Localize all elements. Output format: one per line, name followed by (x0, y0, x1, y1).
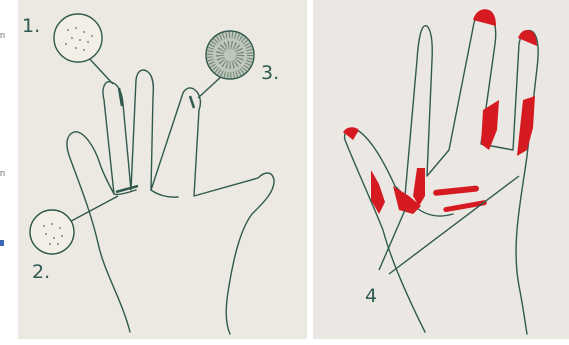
clipped-edge-text: n (0, 168, 5, 178)
finger-highlight (481, 100, 499, 150)
hand-outline (67, 70, 274, 334)
finger-highlight (517, 96, 535, 156)
finger-base-line (151, 190, 178, 197)
crease-highlight (433, 185, 479, 196)
fingertip-highlight (343, 127, 359, 140)
hand-diagram-left-panel: 1. 2. 3. (18, 0, 307, 339)
finger-marking (119, 88, 122, 106)
fingertip-highlight (473, 9, 496, 26)
finger-marking (190, 96, 194, 108)
crease-highlight (443, 200, 487, 213)
hand-outline-drawing: 1. 2. 3. (18, 0, 307, 339)
magnified-view-3 (198, 31, 254, 98)
palm-highlight (413, 168, 425, 206)
clipped-edge-text: n (0, 30, 5, 40)
magnified-view-2 (30, 196, 118, 254)
label-4: 4 (365, 285, 377, 307)
hand-diagram-right-panel: 4 (313, 0, 569, 339)
hand-highlight-drawing: 4 (313, 0, 569, 339)
magnified-view-1 (54, 14, 113, 84)
label-1: 1. (22, 15, 40, 37)
label-3: 3. (261, 62, 279, 84)
label-2: 2. (32, 261, 50, 283)
clipped-edge-mark (0, 240, 4, 246)
highlight-regions (343, 9, 537, 214)
